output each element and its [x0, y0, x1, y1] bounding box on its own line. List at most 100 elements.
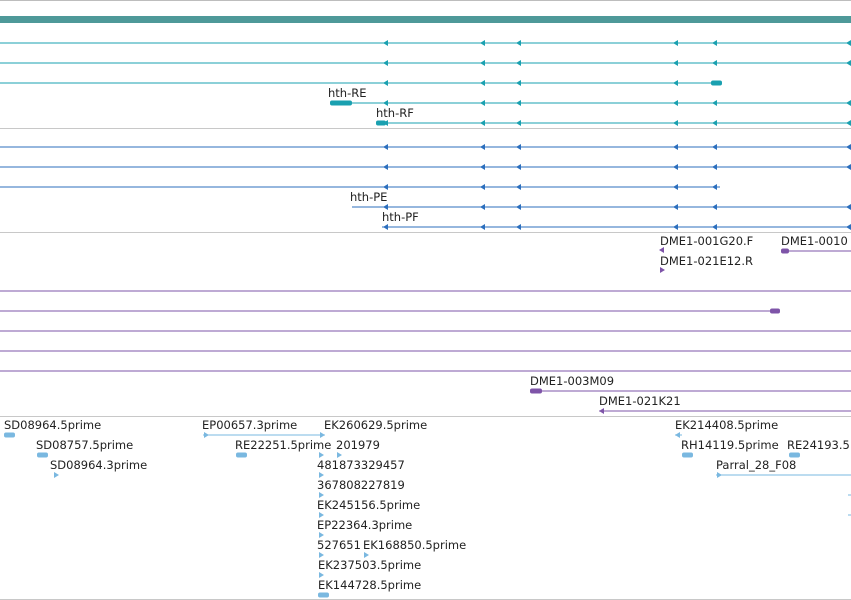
strand-arrow-icon: [480, 184, 485, 190]
strand-arrow-icon: [673, 60, 678, 66]
scaffold-bar: [0, 16, 851, 23]
strand-arrow-icon: [673, 120, 678, 126]
strand-arrow-icon: [320, 432, 325, 438]
est-glyph: [37, 452, 48, 458]
strand-arrow-icon: [480, 60, 485, 66]
protein-label-hth-PE[interactable]: hth-PE: [350, 190, 388, 204]
est-label[interactable]: EK214408.5prime: [675, 418, 779, 432]
strand-arrow-icon: [516, 100, 521, 106]
strand-arrow-icon: [846, 100, 851, 106]
transcript-exon: [376, 120, 386, 126]
strand-arrow-icon: [516, 40, 521, 46]
clone-end: [770, 308, 780, 314]
clone-label-DME1-021E12R[interactable]: DME1-021E12.R: [660, 254, 754, 268]
strand-arrow-icon: [673, 144, 678, 150]
strand-arrow-icon: [516, 144, 521, 150]
est-label[interactable]: EP00657.3prime: [202, 418, 298, 432]
strand-arrow-icon: [717, 472, 722, 478]
clone-label-DME1-021K21[interactable]: DME1-021K21: [599, 394, 681, 408]
est-label[interactable]: EK168850.5prime: [363, 538, 467, 552]
strand-arrow-icon: [516, 60, 521, 66]
est-label[interactable]: 481873329457: [317, 458, 405, 472]
est-label[interactable]: EK260629.5prime: [324, 418, 428, 432]
strand-arrow-icon: [516, 164, 521, 170]
est-label[interactable]: 201979: [336, 438, 380, 452]
strand-arrow-icon: [846, 224, 851, 230]
strand-arrow-icon: [319, 452, 324, 458]
strand-arrow-icon: [319, 532, 324, 538]
clone-label-DME1-001G20F[interactable]: DME1-001G20.F: [660, 234, 754, 248]
clone-end: [781, 248, 789, 254]
strand-arrow-icon: [673, 184, 678, 190]
clone-label-DME1-0010[interactable]: DME1-0010: [781, 234, 848, 248]
est-label[interactable]: RE24193.5: [787, 438, 850, 452]
est-label[interactable]: SD08964.3prime: [50, 458, 148, 472]
strand-arrow-icon: [480, 100, 485, 106]
strand-arrow-icon: [319, 552, 324, 558]
strand-arrow-icon: [712, 184, 717, 190]
strand-arrow-icon: [846, 120, 851, 126]
strand-arrow-icon: [673, 40, 678, 46]
strand-arrow-icon: [712, 224, 717, 230]
strand-arrow-icon: [712, 164, 717, 170]
est-label[interactable]: EK245156.5prime: [317, 498, 421, 512]
strand-arrow-icon: [673, 80, 678, 86]
strand-arrow-icon: [712, 120, 717, 126]
strand-arrow-icon: [673, 204, 678, 210]
protein-label-hth-PF[interactable]: hth-PF: [382, 210, 419, 224]
strand-arrow-icon: [480, 164, 485, 170]
strand-arrow-icon: [383, 80, 388, 86]
strand-arrow-icon: [383, 184, 388, 190]
est-label[interactable]: RE22251.5prime: [235, 438, 332, 452]
strand-arrow-icon: [673, 224, 678, 230]
strand-arrow-icon: [480, 40, 485, 46]
clone-end: [530, 388, 542, 394]
strand-arrow-icon: [673, 100, 678, 106]
est-label[interactable]: SD08964.5prime: [4, 418, 102, 432]
strand-arrow-icon: [319, 572, 324, 578]
est-glyph: [318, 592, 329, 598]
ruler-edge: [0, 0, 851, 1]
est-glyph: [789, 452, 800, 458]
est-label[interactable]: SD08757.5prime: [36, 438, 134, 452]
est-glyph: [236, 452, 247, 458]
est-glyph: [682, 452, 693, 458]
strand-arrow-icon: [480, 204, 485, 210]
strand-arrow-icon: [846, 204, 851, 210]
est-label[interactable]: 527651: [317, 538, 361, 552]
strand-arrow-icon: [712, 60, 717, 66]
strand-arrow-icon: [712, 144, 717, 150]
strand-arrow-icon: [383, 40, 388, 46]
est-label[interactable]: EP22364.3prime: [317, 518, 413, 532]
clone-label-DME1-003M09[interactable]: DME1-003M09: [530, 374, 615, 388]
strand-arrow-icon: [319, 492, 324, 498]
transcript-label-hth-RE[interactable]: hth-RE: [328, 86, 367, 100]
transcript-label-hth-RF[interactable]: hth-RF: [376, 106, 414, 120]
strand-arrow-icon: [480, 224, 485, 230]
transcript-exon: [330, 100, 352, 106]
transcript-exon: [711, 80, 722, 86]
strand-arrow-icon: [383, 204, 388, 210]
strand-arrow-icon: [846, 144, 851, 150]
strand-arrow-icon: [319, 472, 324, 478]
strand-arrow-icon: [846, 40, 851, 46]
est-label[interactable]: Parral_28_F08: [716, 458, 797, 472]
strand-arrow-icon: [659, 247, 664, 253]
est-label[interactable]: EK144728.5prime: [318, 578, 422, 592]
est-label[interactable]: 367808227819: [317, 478, 405, 492]
strand-arrow-icon: [516, 224, 521, 230]
strand-arrow-icon: [480, 144, 485, 150]
strand-arrow-icon: [54, 472, 59, 478]
strand-arrow-icon: [846, 164, 851, 170]
est-label[interactable]: EK237503.5prime: [318, 558, 422, 572]
strand-arrow-icon: [712, 100, 717, 106]
est-label[interactable]: RH14119.5prime: [681, 438, 779, 452]
est-glyph: [4, 432, 15, 438]
strand-arrow-icon: [516, 120, 521, 126]
strand-arrow-icon: [480, 120, 485, 126]
strand-arrow-icon: [516, 204, 521, 210]
strand-arrow-icon: [383, 224, 388, 230]
strand-arrow-icon: [712, 204, 717, 210]
